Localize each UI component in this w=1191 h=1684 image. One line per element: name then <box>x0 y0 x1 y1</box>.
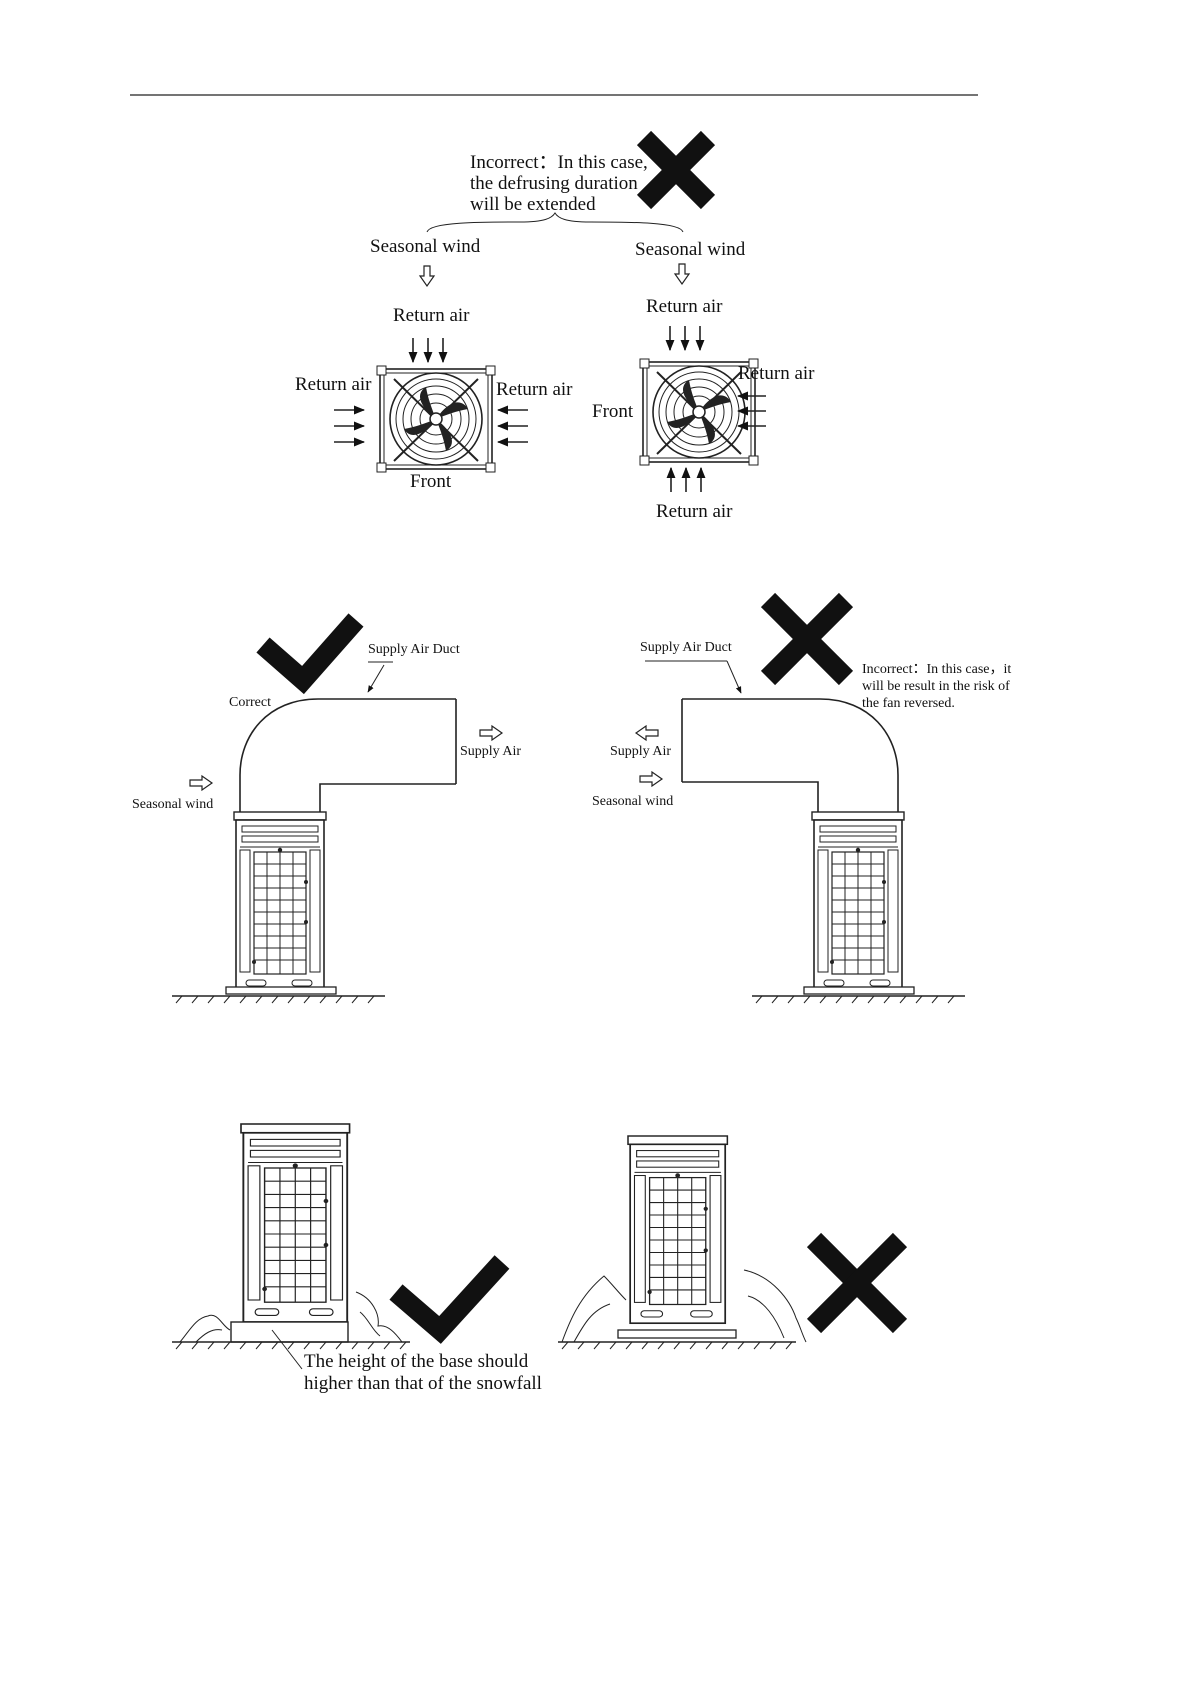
duct-incorrect-diagram: Supply Air Duct Incorrect：In this case，i… <box>592 592 1011 1004</box>
brace <box>426 212 684 233</box>
incorrect-note-line-2: will be result in the risk of <box>862 679 1010 694</box>
seasonal-wind-label: Seasonal wind <box>370 236 481 257</box>
incorrect-note-line-1: Incorrect：In this case，it <box>862 662 1011 677</box>
incorrect-note-line-1: Incorrect：In this case, <box>470 152 648 173</box>
cross-mark <box>636 130 716 210</box>
return-air-right-arrows-icon <box>496 405 528 447</box>
check-mark <box>389 1255 510 1344</box>
return-air-left-arrows-icon <box>334 405 366 447</box>
return-air-left-label: Return air <box>295 374 372 395</box>
duct-label: Supply Air Duct <box>640 640 732 655</box>
base-note-line-1: The height of the base should <box>304 1351 529 1372</box>
front-label: Front <box>410 471 452 492</box>
incorrect-note-line-2: the defrusing duration <box>470 173 638 194</box>
incorrect-note-line-3: the fan reversed. <box>862 696 955 711</box>
return-air-top-label: Return air <box>393 305 470 326</box>
duct-label: Supply Air Duct <box>368 642 460 657</box>
middle-section: Correct Supply Air Duct Supply Air Seaso… <box>132 592 1011 1004</box>
snow-incorrect-diagram <box>558 1135 908 1350</box>
supply-air-label: Supply Air <box>610 744 671 759</box>
supply-air-label: Supply Air <box>460 744 521 759</box>
seasonal-wind-label: Seasonal wind <box>132 797 213 812</box>
return-air-right-label: Return air <box>496 379 573 400</box>
supply-air-arrow-icon <box>635 725 659 741</box>
return-air-bottom-label: Return air <box>656 501 733 522</box>
seasonal-wind-arrow-icon <box>639 771 663 787</box>
base-note-line-2: higher than that of the snowfall <box>304 1373 542 1394</box>
ground-hatch <box>172 995 385 1004</box>
incorrect-note-line-3: will be extended <box>470 194 596 215</box>
return-air-bottom-arrows-icon <box>666 466 706 492</box>
snow-correct-diagram: The height of the base should higher tha… <box>172 1123 542 1394</box>
cross-mark <box>760 592 854 686</box>
supply-air-arrow-icon <box>479 725 503 741</box>
return-air-right-label: Return air <box>738 363 815 384</box>
front-label: Front <box>592 401 634 422</box>
top-view-left: Seasonal wind Return air Return air Retu… <box>295 236 573 492</box>
outdoor-unit-icon <box>233 811 327 993</box>
duct-correct-diagram: Correct Supply Air Duct Supply Air Seaso… <box>132 613 521 1004</box>
return-air-top-arrows-icon <box>665 326 705 352</box>
return-air-right-arrows-icon <box>736 391 766 431</box>
top-view-right: Seasonal wind Return air Front Return ai… <box>592 239 815 522</box>
outdoor-unit-fan-icon <box>376 365 496 473</box>
ground-hatch <box>172 1341 410 1350</box>
return-air-top-label: Return air <box>646 296 723 317</box>
check-mark <box>256 613 364 695</box>
seasonal-wind-label: Seasonal wind <box>635 239 746 260</box>
ground-hatch <box>752 995 965 1004</box>
outdoor-unit-icon <box>627 1135 729 1325</box>
cross-mark <box>806 1232 908 1334</box>
outdoor-unit-icon <box>240 1123 351 1323</box>
correct-label: Correct <box>229 695 271 710</box>
seasonal-wind-arrow-icon <box>189 775 213 791</box>
wind-arrow-icon <box>419 265 435 287</box>
ground-hatch <box>558 1341 796 1350</box>
outdoor-unit-icon <box>811 811 905 993</box>
seasonal-wind-label: Seasonal wind <box>592 794 673 809</box>
wind-arrow-icon <box>674 263 690 285</box>
top-section: Incorrect：In this case, the defrusing du… <box>295 130 815 522</box>
bottom-section: The height of the base should higher tha… <box>172 1123 908 1394</box>
return-air-top-arrows-icon <box>408 338 448 364</box>
